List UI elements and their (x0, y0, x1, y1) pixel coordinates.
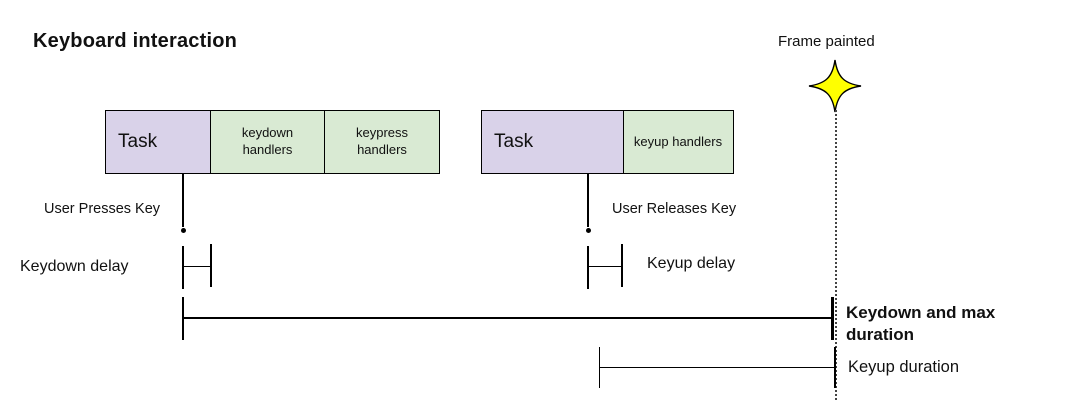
keydown-duration-right-tick (831, 297, 834, 340)
keypress-handlers-block: keypress handlers (324, 110, 440, 174)
user-presses-arrow-line (182, 174, 184, 227)
task-label: Task (494, 131, 534, 152)
keyup-handlers-block: keyup handlers (622, 110, 734, 174)
keydown-delay-label: Keydown delay (20, 258, 129, 275)
four-point-star-icon (808, 59, 862, 113)
keypress-handlers-label: keypress handlers (355, 125, 409, 157)
keyup-delay-label: Keyup delay (647, 255, 736, 272)
keydown-task-group: Task keydown handlers keypress handlers (105, 110, 440, 174)
task-block: Task (481, 110, 624, 174)
user-releases-key-label: User Releases Key (612, 201, 737, 217)
user-releases-arrow-dot (585, 228, 591, 233)
diagram-title: Keyboard interaction (33, 30, 238, 52)
keyup-duration-line (600, 367, 835, 369)
keyup-delay-right-tick (621, 244, 623, 287)
keydown-delay-right-tick (210, 244, 212, 287)
keyup-duration-left-tick (599, 347, 601, 388)
frame-painted-time-line (835, 110, 837, 400)
keydown-duration-label: Keydown and max duration (846, 303, 996, 344)
keydown-delay-bar (183, 266, 211, 268)
keyup-handlers-label: keyup handlers (633, 133, 723, 149)
keyup-delay-left-tick (587, 246, 589, 289)
keydown-handlers-block: keydown handlers (209, 110, 326, 174)
user-presses-key-label: User Presses Key (44, 201, 161, 217)
keyup-task-group: Task keyup handlers (481, 110, 734, 174)
keyup-duration-label: Keyup duration (848, 358, 959, 376)
task-label: Task (118, 131, 158, 152)
user-releases-arrow-line (587, 174, 589, 227)
frame-painted-label: Frame painted (778, 33, 875, 50)
keydown-handlers-label: keydown handlers (241, 125, 294, 157)
keyup-delay-bar (588, 266, 622, 268)
keydown-delay-left-tick (182, 246, 184, 289)
user-presses-arrow-dot (180, 228, 186, 233)
task-block: Task (105, 110, 211, 174)
keyup-duration-right-tick (834, 347, 836, 388)
keydown-duration-line (183, 316, 832, 320)
